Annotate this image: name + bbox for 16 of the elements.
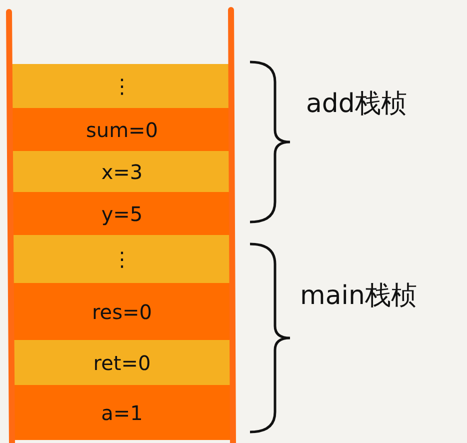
stack-slot bbox=[12, 385, 232, 440]
stack-slot bbox=[12, 235, 232, 283]
slot-text: sum=0 bbox=[86, 118, 158, 142]
slot-text: ⋮ bbox=[112, 74, 132, 98]
slot-text: res=0 bbox=[92, 300, 152, 324]
slot-text: y=5 bbox=[101, 202, 143, 226]
slot-text: x=3 bbox=[101, 160, 143, 184]
frame-label: add栈桢 bbox=[306, 88, 407, 121]
stack-slot bbox=[12, 151, 232, 192]
stack-slot bbox=[12, 340, 232, 385]
frame-label: main栈桢 bbox=[300, 280, 417, 313]
stack-slot bbox=[12, 192, 232, 235]
slot-text: ret=0 bbox=[93, 350, 151, 374]
slot-text: ⋮ bbox=[112, 247, 132, 271]
slot-text: a=1 bbox=[101, 400, 143, 424]
stack-slot bbox=[12, 283, 232, 340]
